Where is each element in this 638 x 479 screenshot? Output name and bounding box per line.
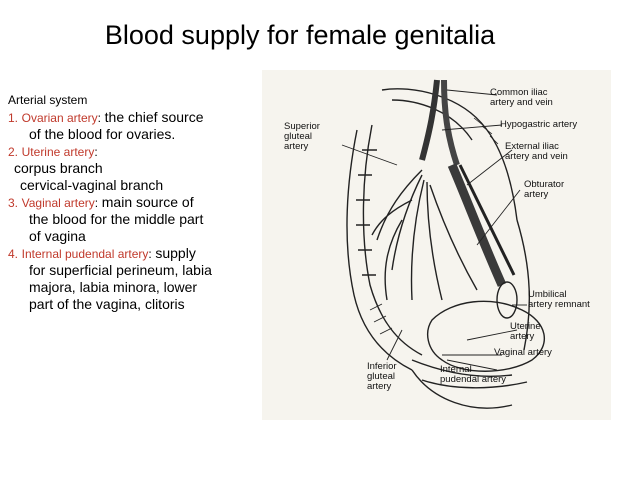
- item-number: 1.: [8, 111, 19, 125]
- panel-heading: Arterial system: [8, 93, 88, 107]
- label-obturator-artery: Obturator artery: [524, 179, 565, 200]
- item-text-continued: for superficial perineum, labia: [29, 262, 212, 278]
- list-item-internal-pudendal: 4. Internal pudendal artery: supply: [8, 245, 263, 262]
- item-number: 2.: [8, 145, 19, 159]
- item-number: 3.: [8, 196, 19, 210]
- sub-branch: cervical-vaginal branch: [20, 177, 164, 193]
- list-item-uterine: 2. Uterine artery:: [8, 143, 263, 160]
- arterial-system-panel: Arterial system 1. Ovarian artery: the c…: [8, 92, 263, 313]
- label-common-iliac: Common iliac artery and vein: [490, 87, 553, 108]
- label-uterine-artery: Uterine artery: [510, 321, 541, 342]
- item-name: Internal pudendal artery: [21, 247, 149, 261]
- label-internal-pudendal-artery: Internal pudendal artery: [440, 364, 507, 385]
- item-number: 4.: [8, 247, 19, 261]
- item-text-continued: of the blood for ovaries.: [29, 126, 176, 142]
- list-item-ovarian: 1. Ovarian artery: the chief source: [8, 109, 263, 126]
- item-text-continued: majora, labia minora, lower: [29, 279, 198, 295]
- label-hypogastric-artery: Hypogastric artery: [500, 119, 578, 130]
- item-text-continued: part of the vagina, clitoris: [29, 296, 185, 312]
- pelvic-artery-diagram: Superior gluteal artery Common iliac art…: [262, 70, 611, 420]
- sub-branch: corpus branch: [14, 160, 103, 176]
- label-superior-gluteal-artery: Superior gluteal artery: [284, 121, 320, 152]
- slide-title: Blood supply for female genitalia: [104, 20, 496, 50]
- item-text: the chief source: [104, 109, 204, 125]
- item-colon: :: [94, 196, 99, 210]
- item-text-continued: the blood for the middle part: [29, 211, 204, 227]
- label-vaginal-artery: Vaginal artery: [494, 347, 552, 358]
- anatomy-illustration: [341, 79, 545, 409]
- item-colon: :: [97, 111, 102, 125]
- label-inferior-gluteal-artery: Inferior gluteal artery: [367, 361, 397, 392]
- list-item-vaginal: 3. Vaginal artery: main source of: [8, 194, 263, 211]
- item-colon: :: [148, 247, 152, 261]
- item-text: main source of: [101, 194, 194, 210]
- item-text-continued: of vagina: [29, 228, 86, 244]
- label-umbilical-artery-remnant: Umbilical artery remnant: [528, 289, 590, 310]
- item-name: Uterine artery: [21, 145, 95, 159]
- item-text: supply: [155, 245, 196, 261]
- item-name: Vaginal artery: [21, 196, 95, 210]
- label-external-iliac: External iliac artery and vein: [505, 141, 568, 162]
- item-colon: :: [94, 145, 98, 159]
- item-name: Ovarian artery: [21, 111, 98, 125]
